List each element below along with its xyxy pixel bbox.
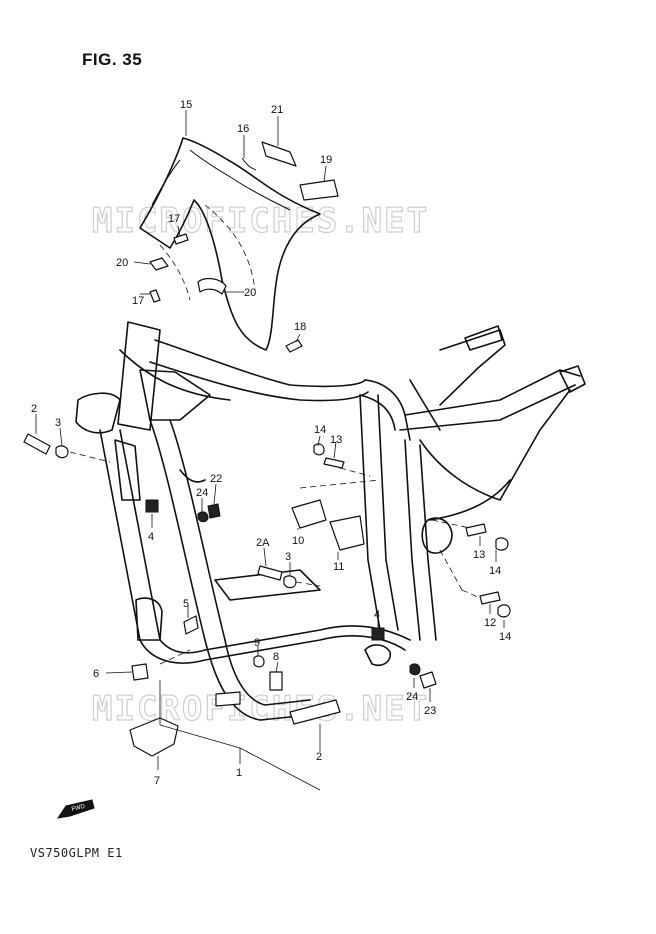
callout-4a: 4 <box>148 531 154 543</box>
bolt-part-12 <box>479 591 501 605</box>
callout-7: 7 <box>154 775 160 787</box>
callout-21: 21 <box>271 104 283 116</box>
nut-part-22 <box>207 503 221 519</box>
callout-3b: 3 <box>285 551 291 563</box>
lug-lower-left <box>215 691 241 707</box>
bolt-part-17b <box>149 289 161 303</box>
bolt-part-18 <box>285 339 303 353</box>
callout-8: 8 <box>273 651 279 663</box>
nut-part-4b <box>371 627 385 641</box>
bolt-part-13b <box>465 523 487 537</box>
watermark-top: MICROFICHES.NET <box>92 201 429 241</box>
watermark-bottom: MICROFICHES.NET <box>92 689 429 729</box>
callout-14c: 14 <box>499 631 511 643</box>
model-code: VS750GLPM E1 <box>30 846 123 860</box>
nut-part-6 <box>131 663 149 681</box>
grommet-part-14b <box>495 537 509 551</box>
clamp-part-20b <box>197 277 227 295</box>
callout-20b: 20 <box>244 287 256 299</box>
frame-cover <box>139 137 321 351</box>
callout-13b: 13 <box>473 549 485 561</box>
figure-title: FIG. 35 <box>82 50 143 69</box>
callout-3a: 3 <box>55 417 61 429</box>
bolt-part-8 <box>269 671 283 691</box>
callout-14b: 14 <box>489 565 501 577</box>
callouts: 15 21 16 19 17 20 20 17 18 2 3 14 13 22 … <box>31 99 511 787</box>
callout-6: 6 <box>93 668 99 680</box>
grommet-part-14c <box>497 604 511 618</box>
washer-part-9 <box>253 655 265 668</box>
plate-part-19 <box>299 179 339 201</box>
bracket-part-11 <box>329 515 365 551</box>
callout-24b: 24 <box>406 691 418 703</box>
callout-2a: 2A <box>256 537 270 549</box>
callout-18: 18 <box>294 321 306 333</box>
bolt-part-5 <box>183 615 199 635</box>
callout-2b: 2 <box>316 751 322 763</box>
plate-part-2b <box>289 699 341 725</box>
leader-lines <box>35 110 505 791</box>
assembly-lines <box>69 451 481 665</box>
washer-part-3a <box>55 445 69 459</box>
bolt-part-17a <box>173 233 189 245</box>
callout-1: 1 <box>236 767 242 779</box>
callout-17a: 17 <box>168 213 180 225</box>
decal-part-21 <box>261 141 297 167</box>
forward-arrow-icon: FWD <box>56 799 95 819</box>
washer-part-24b <box>409 663 421 676</box>
callout-15: 15 <box>180 99 192 111</box>
callout-16: 16 <box>237 123 249 135</box>
callout-22: 22 <box>210 473 222 485</box>
bolt-part-13a <box>323 457 345 469</box>
callout-24a: 24 <box>196 487 208 499</box>
callout-23: 23 <box>424 705 436 717</box>
nut-part-4a <box>145 499 159 513</box>
callout-5: 5 <box>183 598 189 610</box>
callout-19: 19 <box>320 154 332 166</box>
fwd-label: FWD <box>71 804 86 813</box>
callout-2: 2 <box>31 403 37 415</box>
bolt-part-2 <box>23 433 51 455</box>
callout-11: 11 <box>333 561 344 573</box>
washer-part-14a <box>313 443 325 456</box>
callout-10: 10 <box>292 535 304 547</box>
main-frame <box>75 321 586 721</box>
washer-part-24a <box>197 511 209 523</box>
callout-20a: 20 <box>116 257 128 269</box>
bracket-part-10 <box>291 499 327 529</box>
callout-4b: 4 <box>374 609 380 621</box>
bolt-part-2a <box>257 565 283 581</box>
clamp-part-20a <box>149 257 169 271</box>
callout-14a: 14 <box>314 424 326 436</box>
callout-17b: 17 <box>132 295 144 307</box>
washer-part-3b <box>283 575 297 589</box>
callout-13a: 13 <box>330 434 342 446</box>
callout-12: 12 <box>484 617 496 629</box>
callout-9: 9 <box>254 637 260 649</box>
bolt-part-23 <box>419 671 437 689</box>
